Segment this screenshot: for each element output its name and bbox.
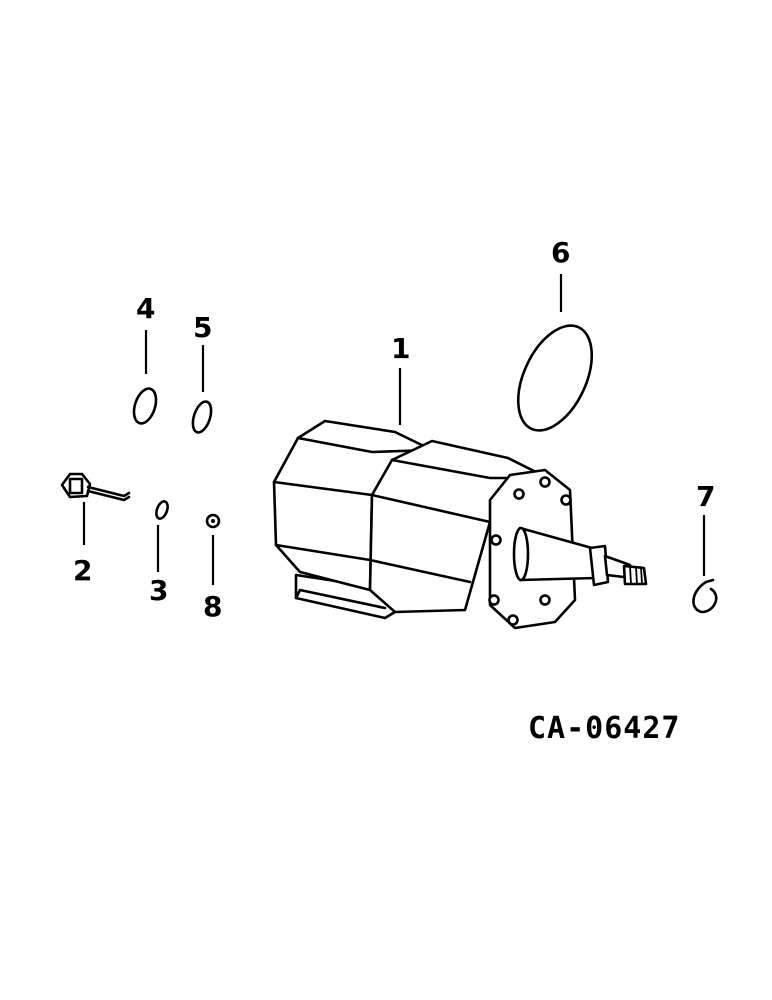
- part-6-seal-ring: [516, 324, 594, 432]
- callout-4: 4: [136, 292, 155, 325]
- callout-6: 6: [551, 236, 570, 269]
- part-8-ball: [205, 513, 221, 529]
- part-4-o-ring: [132, 387, 158, 425]
- part-5-o-ring: [191, 400, 213, 434]
- part-1-housing: [272, 419, 648, 630]
- callout-7: 7: [696, 480, 715, 513]
- callout-5: 5: [193, 311, 212, 344]
- leader-lines: [82, 274, 706, 585]
- callout-1: 1: [391, 332, 410, 365]
- part-3-o-ring: [155, 500, 169, 520]
- drawing-code: CA-06427: [528, 711, 681, 746]
- callout-3: 3: [149, 574, 168, 607]
- callout-2: 2: [73, 554, 92, 587]
- callout-8: 8: [203, 590, 222, 623]
- part-2-plug-fitting: [60, 472, 131, 502]
- part-7-snap-ring: [692, 578, 718, 614]
